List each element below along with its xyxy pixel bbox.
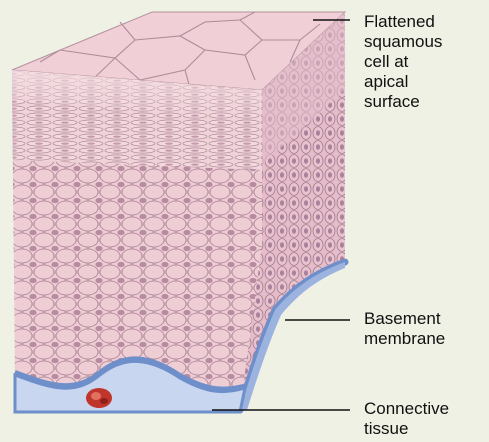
label-basement-membrane: Basement membrane [364,309,445,349]
label-apical-surface: Flattened squamous cell at apical surfac… [364,12,442,112]
blood-vessel [86,388,112,408]
label-connective-tissue: Connective tissue [364,399,449,439]
